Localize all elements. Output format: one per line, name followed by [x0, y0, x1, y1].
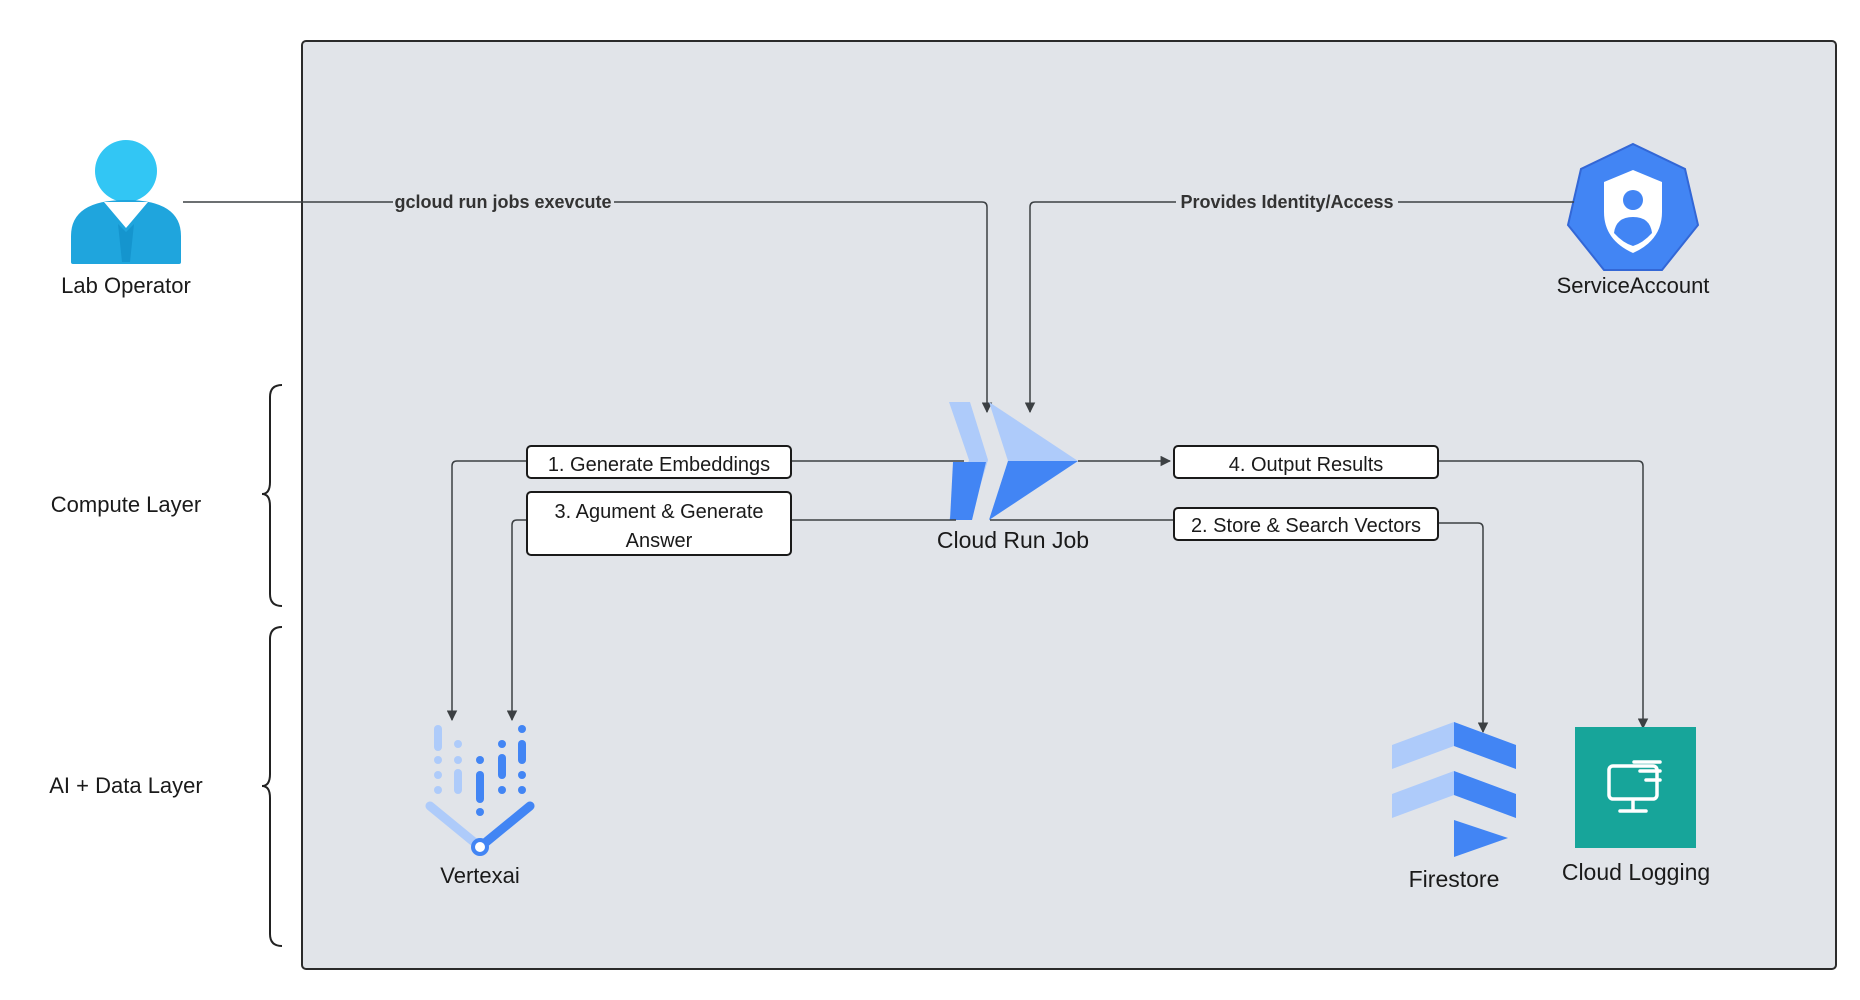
step2-box [1173, 507, 1439, 541]
step1-label: 1. Generate Embeddings [548, 454, 770, 476]
compute-layer-brace [261, 384, 283, 607]
firestore-label: Firestore [1409, 866, 1500, 892]
cloud-logging-label: Cloud Logging [1562, 859, 1710, 885]
edge-identity-label: Provides Identity/Access [1180, 192, 1393, 212]
ai-data-layer-brace [261, 626, 283, 947]
step2-label: 2. Store & Search Vectors [1191, 515, 1421, 537]
edge-step1 [446, 460, 964, 722]
cloud-run-icon [949, 402, 1078, 520]
vertexai-label: Vertexai [440, 863, 520, 888]
edge-step3 [506, 519, 956, 722]
firestore-icon [1392, 722, 1516, 857]
ai-data-layer-label: AI + Data Layer [49, 773, 202, 798]
step3-label-line1: 3. Agument & Generate [554, 501, 763, 523]
lab-operator-label: Lab Operator [61, 273, 191, 298]
service-account-shield-icon [1566, 142, 1700, 271]
step1-box [526, 445, 792, 479]
step4-box [1173, 445, 1439, 479]
step4-label: 4. Output Results [1229, 454, 1384, 476]
edge-identity [1024, 201, 1574, 414]
edge-label-bg [393, 191, 614, 213]
step3-label-line2: Answer [626, 530, 693, 552]
compute-layer-label: Compute Layer [51, 492, 201, 517]
cloud-logging-monitor-icon [1575, 727, 1696, 848]
vertex-ai-icon [425, 725, 535, 856]
step3-box [526, 491, 792, 556]
edge-step4-tail [1438, 460, 1649, 730]
edge-operator-to-job [183, 201, 993, 414]
service-account-label: ServiceAccount [1557, 273, 1710, 298]
edge-label-bg [1176, 191, 1398, 213]
edge-step2-tail [1438, 522, 1489, 734]
user-icon [71, 140, 181, 264]
cloud-run-job-label: Cloud Run Job [937, 527, 1089, 553]
edge-operator-label: gcloud run jobs exevcute [394, 192, 611, 212]
